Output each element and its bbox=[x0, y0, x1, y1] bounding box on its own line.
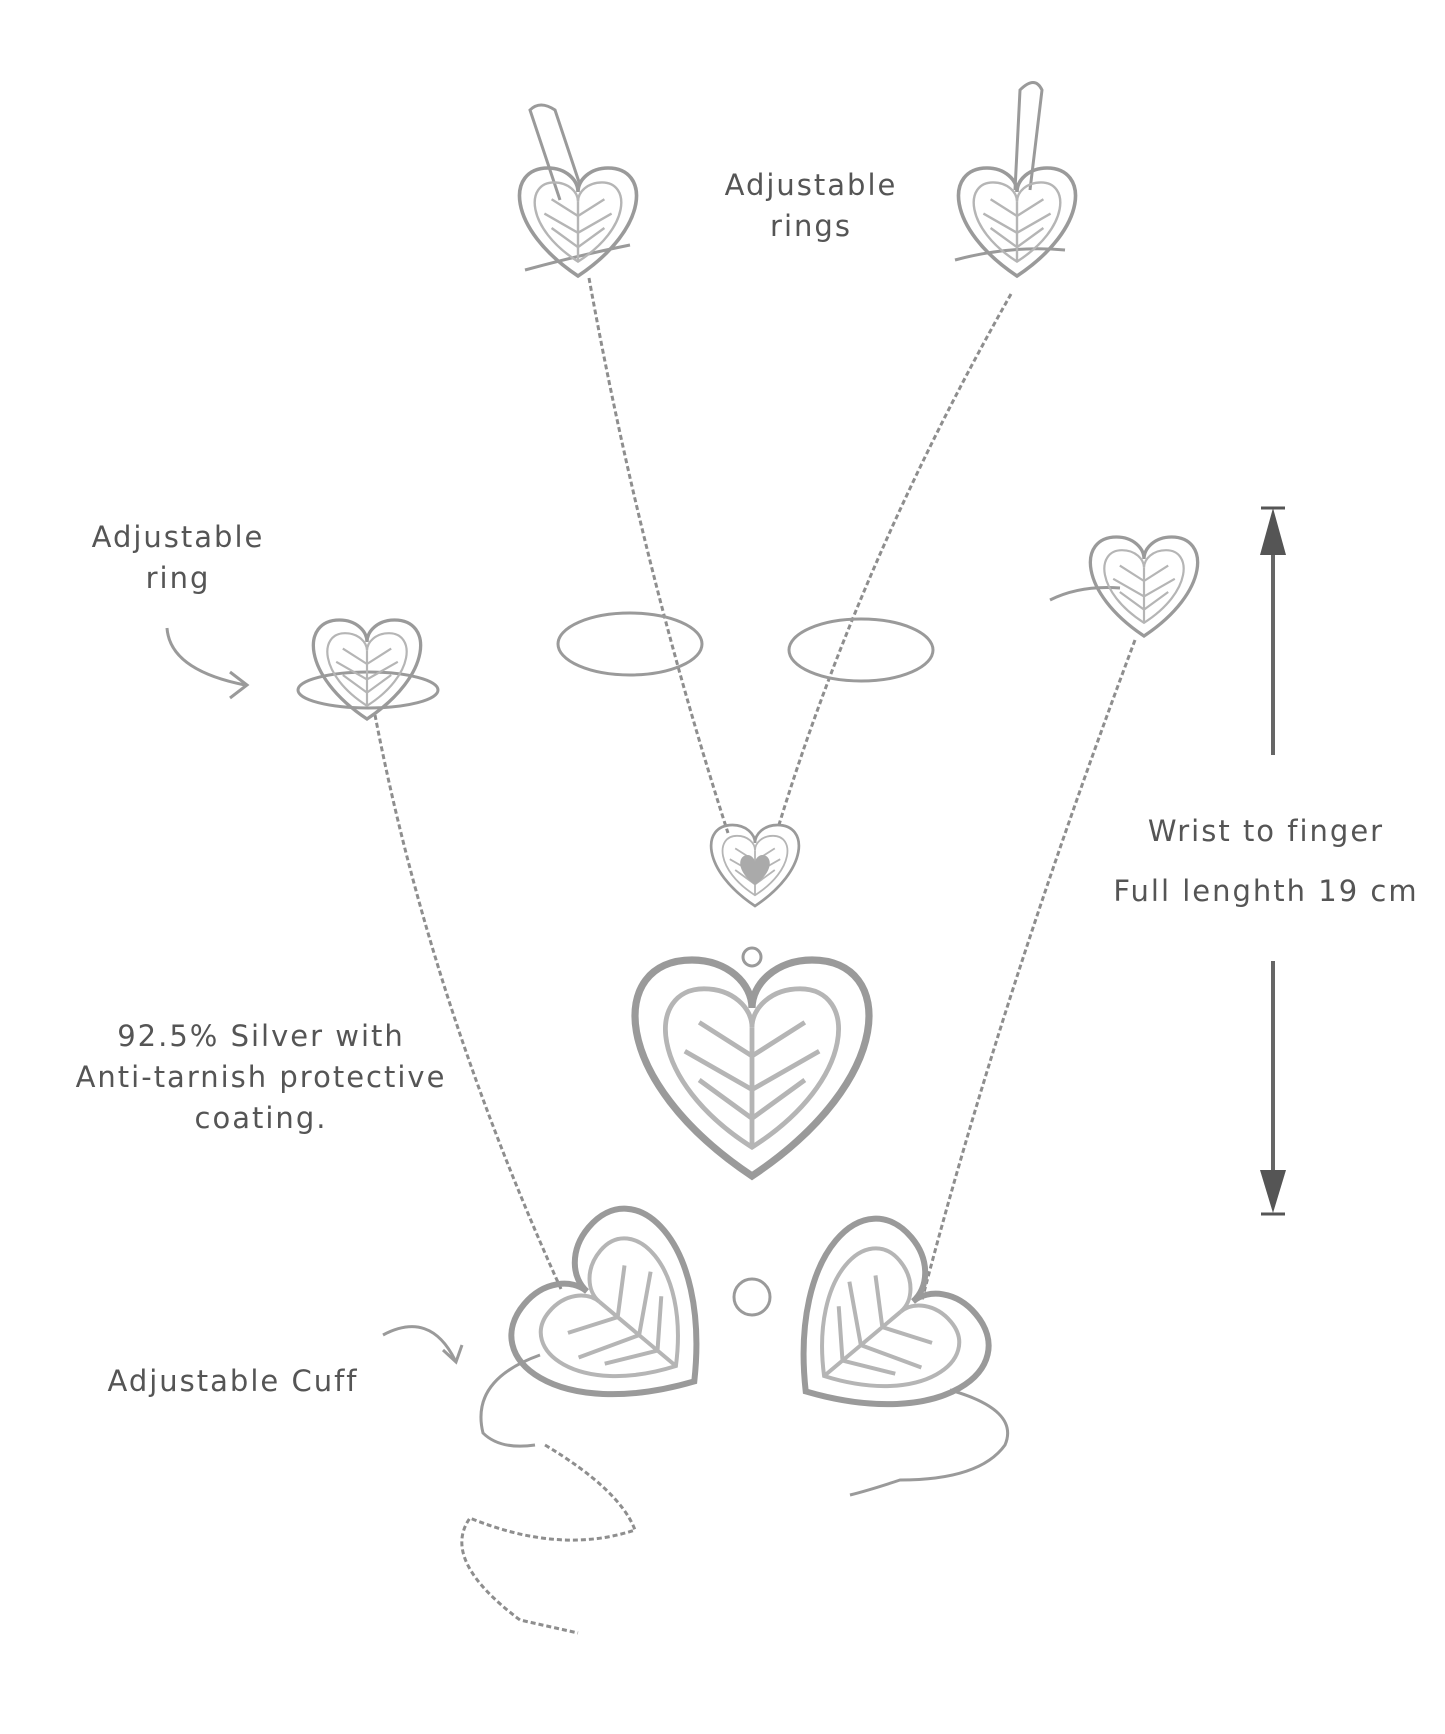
label-line: Adjustable bbox=[724, 168, 898, 202]
adjustable-rings-label: Adjustable rings bbox=[725, 165, 898, 247]
small-heart-pendant bbox=[709, 823, 801, 968]
curved-arrow-icon bbox=[165, 627, 250, 700]
material-label: 92.5% Silver with Anti-tarnish protectiv… bbox=[76, 1016, 447, 1139]
large-heart-pendant bbox=[635, 960, 869, 1176]
left-leaf-heart bbox=[494, 1191, 757, 1456]
label-line: coating. bbox=[194, 1101, 328, 1135]
label-line: Anti-tarnish protective bbox=[75, 1060, 447, 1094]
chain bbox=[920, 639, 1137, 1301]
open-ring bbox=[787, 617, 935, 683]
right-leaf-heart bbox=[743, 1201, 1006, 1466]
length-arrow-icon bbox=[1260, 506, 1286, 1216]
top-left-ring bbox=[517, 103, 639, 278]
chain bbox=[587, 277, 730, 834]
label-line: Adjustable bbox=[91, 520, 265, 554]
cuff-band bbox=[849, 1388, 1010, 1497]
left-ring bbox=[296, 618, 440, 721]
label-line: Full lenghth 19 cm bbox=[1113, 874, 1419, 908]
open-ring bbox=[556, 611, 704, 677]
chain bbox=[776, 293, 1013, 829]
label-line: Wrist to finger bbox=[1147, 814, 1385, 848]
chain bbox=[373, 714, 563, 1290]
extension-chain bbox=[460, 1443, 637, 1635]
label-line: rings bbox=[770, 209, 852, 243]
length-label: Wrist to finger Full lenghth 19 cm bbox=[1113, 801, 1418, 921]
top-right-ring bbox=[954, 81, 1078, 278]
right-ring bbox=[1049, 535, 1200, 638]
curved-arrow-icon bbox=[382, 1325, 464, 1365]
label-line: ring bbox=[145, 561, 211, 595]
cuff-band bbox=[479, 1353, 541, 1448]
label-line: 92.5% Silver with bbox=[117, 1019, 405, 1053]
adjustable-ring-label: Adjustable ring bbox=[92, 517, 265, 599]
adjustable-cuff-label: Adjustable Cuff bbox=[107, 1364, 359, 1398]
